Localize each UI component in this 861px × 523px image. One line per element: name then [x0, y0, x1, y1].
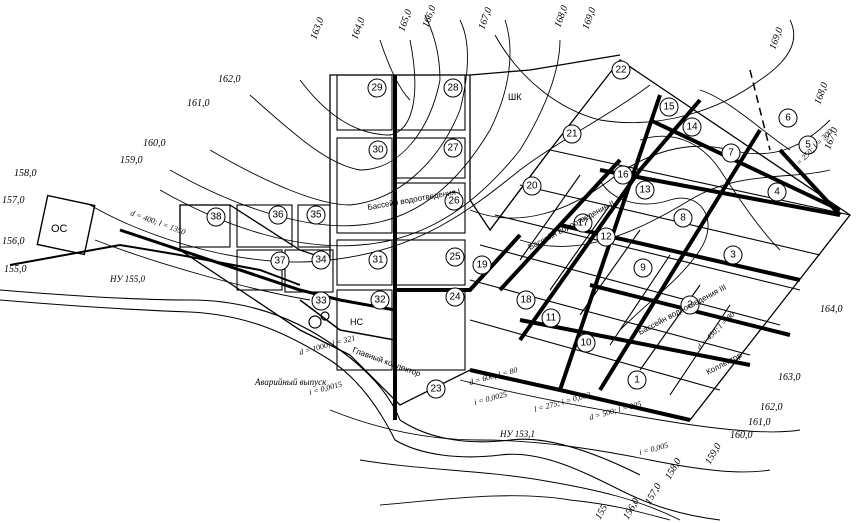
block-number-14: 14 [686, 122, 698, 133]
contour-label: 156,0 [2, 236, 25, 247]
block-number-32: 32 [374, 295, 386, 306]
block-number-24: 24 [449, 292, 461, 303]
contour-label: 166,0 [420, 4, 438, 29]
emergency-outlet-label: Аварийный выпуск [254, 377, 327, 387]
annotations: ОС НС ШК НУ 155,0 НУ 153,1 Аварийный вып… [51, 92, 834, 457]
contour-label: 165,0 [396, 8, 414, 33]
block-number-4: 4 [774, 187, 780, 198]
block-number-28: 28 [447, 83, 459, 94]
block-number-21: 21 [566, 129, 578, 140]
block-number-26: 26 [448, 196, 460, 207]
main-collector-label: Главный коллектор [351, 345, 422, 378]
block-number-23: 23 [430, 384, 442, 395]
block-number-13: 13 [639, 185, 651, 196]
block-number-15: 15 [663, 102, 675, 113]
contour-label: 156,0 [621, 497, 642, 522]
pipe-spec: d = 600; l = 80 [468, 365, 518, 387]
block-number-6: 6 [785, 113, 791, 124]
block-number-20: 20 [526, 181, 538, 192]
contour-lines [89, 14, 831, 521]
pipe-spec: d = 400; l = 1350 [129, 208, 186, 236]
right-elevation-labels: 169,0 168,0 167,0 164,0 163,0 162,0 161,… [593, 26, 842, 521]
contour-label: 158,0 [663, 457, 684, 482]
school-label: ШК [508, 92, 522, 102]
contour-label: 169,0 [767, 26, 785, 51]
block-number-19: 19 [476, 260, 488, 271]
block-number-34: 34 [315, 255, 327, 266]
contour-label: 161,0 [187, 98, 210, 109]
water-level-upper: НУ 155,0 [109, 274, 146, 284]
pipe-spec: l = 275; i = 0,002 [533, 390, 591, 414]
water-level-lower: НУ 153,1 [499, 429, 535, 439]
sewer-mains [393, 75, 842, 422]
contour-label: 168,0 [552, 4, 570, 29]
contour-label: 164,0 [820, 304, 843, 315]
block-number-2: 2 [687, 300, 693, 311]
contour-label: 162,0 [218, 74, 241, 85]
block-number-31: 31 [372, 255, 384, 266]
block-number-3: 3 [730, 250, 736, 261]
block-number-17: 17 [577, 218, 589, 229]
block-number-5: 5 [805, 140, 811, 151]
contour-label: 158,0 [14, 168, 37, 179]
block-number-35: 35 [310, 210, 322, 221]
contour-label: 157,0 [643, 482, 664, 507]
block-number-27: 27 [447, 143, 459, 154]
block-number-11: 11 [546, 313, 557, 324]
block-number-22: 22 [615, 65, 627, 76]
contour-label: 157,0 [2, 195, 25, 206]
block-number-29: 29 [371, 83, 383, 94]
block-number-7: 7 [728, 148, 734, 159]
block-number-9: 9 [640, 263, 646, 274]
block-number-12: 12 [600, 232, 612, 243]
block-markers: 1 2 3 4 5 6 7 8 9 10 11 12 13 14 15 16 1… [206, 60, 818, 399]
treatment-plant [36, 194, 96, 256]
block-number-37: 37 [274, 256, 286, 267]
block-number-18: 18 [520, 295, 532, 306]
block-number-25: 25 [449, 252, 461, 263]
treatment-plant-label: ОС [51, 223, 68, 235]
contour-label: 164,0 [349, 16, 367, 41]
contour-label: 168,0 [812, 81, 830, 106]
contour-label: 169,0 [580, 6, 598, 31]
pump-station-label: НС [350, 317, 363, 327]
contour-label: 163,0 [778, 372, 801, 383]
pipe-spec: i = 0,0025 [473, 390, 508, 407]
contour-label: 160,0 [143, 138, 166, 149]
contour-label: 162,0 [760, 402, 783, 413]
contour-label: 159,0 [120, 155, 143, 166]
contour-label: 161,0 [748, 417, 771, 428]
block-number-16: 16 [617, 170, 629, 181]
contour-label: 167,0 [476, 6, 494, 31]
block-grid [179, 74, 851, 396]
contour-label: 160,0 [730, 430, 753, 441]
pump-station [308, 311, 330, 329]
contour-label: 159,0 [703, 442, 724, 467]
block-number-1: 1 [634, 375, 640, 386]
contour-label: 155,0 [4, 264, 27, 275]
contour-label: 163,0 [308, 16, 326, 41]
contour-label: 155 [593, 503, 610, 521]
contour-elevation-labels: 157,0 158,0 159,0 160,0 161,0 162,0 163,… [2, 4, 599, 275]
pipe-spec: i = 0,005 [638, 441, 669, 457]
main-collector [9, 69, 771, 341]
block-number-8: 8 [680, 213, 686, 224]
block-number-30: 30 [372, 145, 384, 156]
block-number-33: 33 [315, 296, 327, 307]
block-number-38: 38 [210, 212, 222, 223]
block-number-10: 10 [580, 338, 592, 349]
block-number-36: 36 [272, 210, 284, 221]
